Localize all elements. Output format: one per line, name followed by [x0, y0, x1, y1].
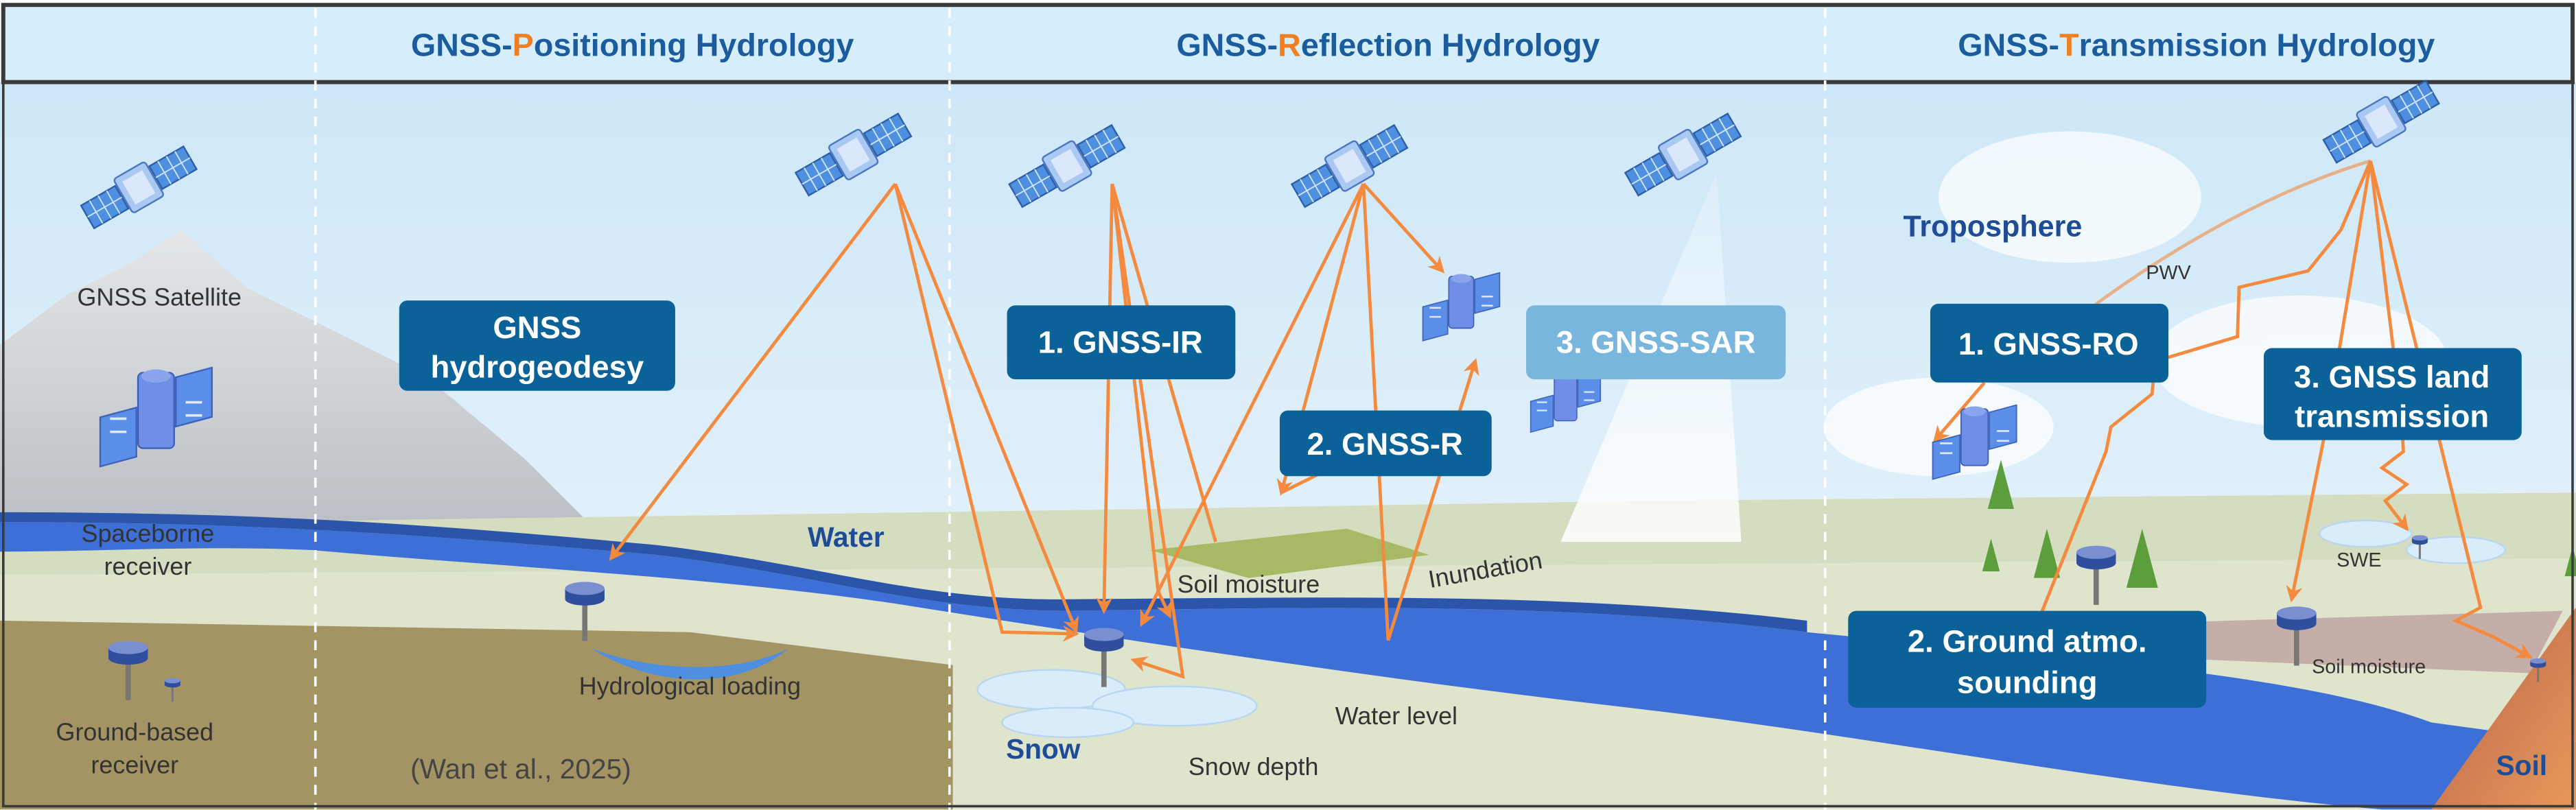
title-transmission: GNSS-Transmission Hydrology [1958, 27, 2435, 62]
snow-patches [976, 519, 2507, 739]
river-bank [0, 512, 1807, 632]
svg-text:2. Ground atmo.: 2. Ground atmo. [1908, 623, 2147, 658]
box-gnss-ir: 1. GNSS-IR [1007, 305, 1236, 380]
label-gnss-satellite: GNSS Satellite [77, 283, 241, 311]
groundwater-lens [591, 648, 789, 680]
label-water-level: Water level [1335, 702, 1457, 730]
label-spaceborne-receiver-1: Spaceborne [82, 519, 215, 547]
box-gnss-land-transmission: 3. GNSS land transmission [2263, 348, 2522, 440]
svg-text:GNSS: GNSS [493, 310, 581, 345]
signal-arrows [609, 159, 2533, 679]
box-gnss-ro: 1. GNSS-RO [1930, 303, 2169, 383]
mountain [0, 230, 592, 543]
svg-text:sounding: sounding [1957, 665, 2098, 700]
citation: (Wan et al., 2025) [410, 753, 631, 785]
label-swe: SWE [2337, 549, 2381, 571]
title-reflection: GNSS-Reflection Hydrology [1176, 27, 1600, 62]
svg-text:transmission: transmission [2295, 398, 2489, 433]
box-gnss-sar: 3. GNSS-SAR [1526, 305, 1786, 380]
title-positioning: GNSS-Positioning Hydrology [411, 27, 854, 62]
label-soil: Soil [2496, 750, 2547, 781]
label-troposphere: Troposphere [1903, 211, 2082, 243]
frame [1, 3, 2574, 808]
box-gnss-r: 2. GNSS-R [1279, 410, 1492, 477]
label-hydrological-loading: Hydrological loading [579, 672, 801, 700]
svg-text:1. GNSS-IR: 1. GNSS-IR [1038, 325, 1203, 360]
svg-text:1. GNSS-RO: 1. GNSS-RO [1958, 326, 2139, 361]
label-ground-receiver-2: receiver [91, 751, 178, 779]
label-pwv: PWV [2146, 262, 2191, 284]
box-gnss-hydrogeodesy: GNSS hydrogeodesy [399, 300, 675, 391]
label-soil-moisture-reflection: Soil moisture [1178, 570, 1320, 598]
label-spaceborne-receiver-2: receiver [104, 552, 192, 580]
label-snow-depth: Snow depth [1189, 752, 1319, 781]
svg-text:hydrogeodesy: hydrogeodesy [430, 350, 644, 385]
svg-text:2. GNSS-R: 2. GNSS-R [1307, 427, 1462, 462]
crop-field [1149, 528, 1429, 578]
label-ground-receiver-1: Ground-based [56, 718, 214, 746]
river [0, 522, 2576, 810]
box-ground-atmo-sounding: 2. Ground atmo. sounding [1848, 610, 2207, 708]
svg-text:3. GNSS-SAR: 3. GNSS-SAR [1556, 325, 1756, 360]
farm-field [2119, 610, 2563, 674]
svg-text:3. GNSS land: 3. GNSS land [2294, 359, 2490, 394]
label-soil-moisture-transmission: Soil moisture [2312, 656, 2426, 678]
label-water: Water [808, 521, 885, 553]
label-snow: Snow [1006, 733, 1081, 765]
